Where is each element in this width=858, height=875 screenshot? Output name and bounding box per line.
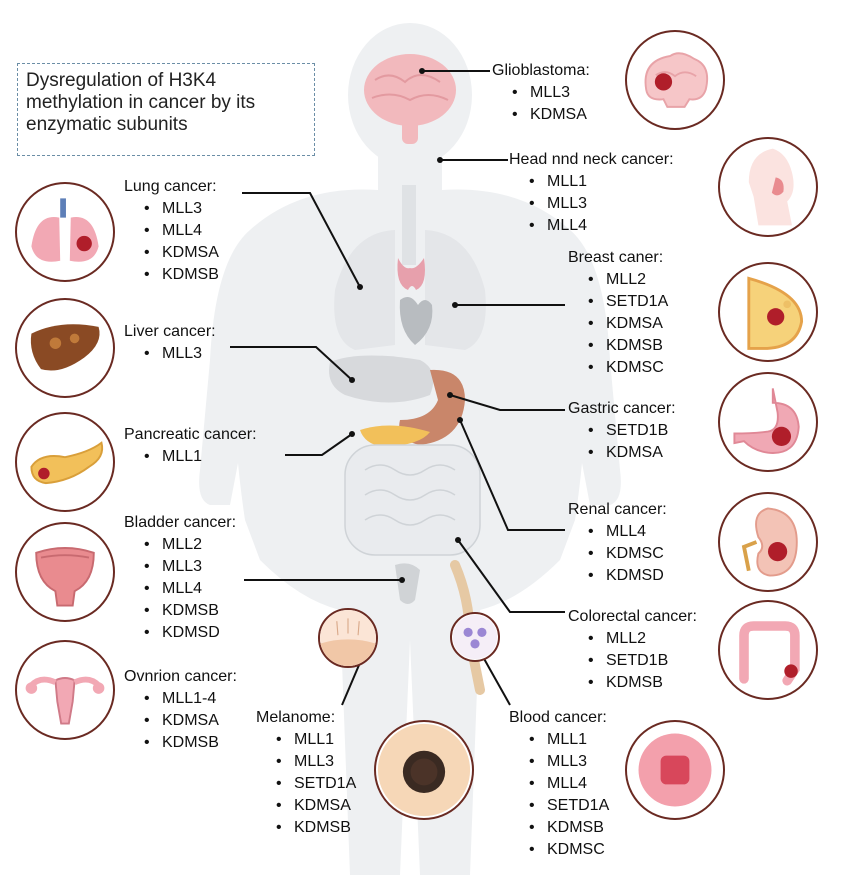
gene-item: MLL2 bbox=[144, 534, 236, 556]
gene-item: KDMSC bbox=[529, 839, 609, 861]
leader-lung bbox=[242, 192, 361, 288]
brain-icon bbox=[625, 30, 725, 130]
gene-item: KDMSB bbox=[144, 600, 236, 622]
gene-item: KDMSA bbox=[588, 442, 676, 464]
melanoma-icon bbox=[374, 720, 474, 820]
cancer-name: Glioblastoma: bbox=[492, 62, 590, 79]
gene-item: MLL4 bbox=[588, 521, 667, 543]
stomach-icon bbox=[718, 372, 818, 472]
cancer-name: Melanome: bbox=[256, 709, 336, 726]
kidney-icon bbox=[718, 492, 818, 592]
colon-icon bbox=[718, 600, 818, 700]
block-breast: Breast caner: MLL2 SETD1A KDMSA KDMSB KD… bbox=[568, 247, 668, 379]
cancer-name: Colorectal cancer: bbox=[568, 608, 697, 625]
cancer-name: Bladder cancer: bbox=[124, 514, 237, 531]
block-bladder: Bladder cancer: MLL2 MLL3 MLL4 KDMSB KDM… bbox=[124, 512, 236, 644]
gene-item: KDMSB bbox=[144, 264, 219, 286]
liver-icon bbox=[15, 298, 115, 398]
block-melanoma: Melanome: MLL1 MLL3 SETD1A KDMSA KDMSB bbox=[256, 707, 356, 839]
uterus-icon bbox=[15, 640, 115, 740]
title-box: Dysregulation of H3K4 methylation in can… bbox=[17, 63, 315, 156]
leader-pancreatic bbox=[285, 433, 353, 456]
gene-item: KDMSB bbox=[144, 732, 237, 754]
gene-item: KDMSC bbox=[588, 543, 667, 565]
gene-item: MLL1-4 bbox=[144, 688, 237, 710]
gene-item: MLL3 bbox=[144, 198, 219, 220]
leader-renal bbox=[459, 419, 565, 531]
blood-drop-icon bbox=[450, 612, 500, 662]
cancer-name: Pancreatic cancer: bbox=[124, 426, 257, 443]
gene-item: MLL2 bbox=[588, 628, 697, 650]
gene-item: MLL4 bbox=[529, 215, 674, 237]
cancer-name: Breast caner: bbox=[568, 249, 664, 266]
cancer-name: Lung cancer: bbox=[124, 178, 217, 195]
leader-liver bbox=[230, 346, 353, 381]
gene-item: MLL4 bbox=[529, 773, 609, 795]
block-liver: Liver cancer: MLL3 bbox=[124, 321, 216, 365]
gene-item: KDMSD bbox=[144, 622, 236, 644]
gene-item: MLL1 bbox=[144, 446, 257, 468]
bladder-icon bbox=[15, 522, 115, 622]
block-pancreatic: Pancreatic cancer: MLL1 bbox=[124, 424, 257, 468]
gene-item: MLL1 bbox=[276, 729, 356, 751]
gene-item: MLL3 bbox=[144, 556, 236, 578]
gene-item: SETD1B bbox=[588, 650, 697, 672]
block-head-neck: Head nnd neck cancer: MLL1 MLL3 MLL4 bbox=[509, 149, 674, 237]
gene-item: SETD1A bbox=[529, 795, 609, 817]
head-profile-icon bbox=[718, 137, 818, 237]
gene-item: SETD1B bbox=[588, 420, 676, 442]
gene-item: MLL3 bbox=[529, 751, 609, 773]
gene-item: MLL3 bbox=[144, 343, 216, 365]
cancer-name: Blood cancer: bbox=[509, 709, 607, 726]
gene-item: KDMSC bbox=[588, 357, 668, 379]
block-renal: Renal cancer: MLL4 KDMSC KDMSD bbox=[568, 499, 667, 587]
cancer-name: Liver cancer: bbox=[124, 323, 216, 340]
gene-item: MLL1 bbox=[529, 729, 609, 751]
block-glioblastoma: Glioblastoma: MLL3 KDMSA bbox=[492, 60, 590, 126]
gene-item: KDMSA bbox=[144, 710, 237, 732]
gene-item: KDMSB bbox=[276, 817, 356, 839]
gene-item: MLL3 bbox=[512, 82, 590, 104]
cancer-name: Gastric cancer: bbox=[568, 400, 676, 417]
gene-item: KDMSA bbox=[276, 795, 356, 817]
leader-gastric bbox=[449, 394, 565, 411]
gene-item: MLL3 bbox=[276, 751, 356, 773]
gene-item: KDMSB bbox=[529, 817, 609, 839]
cancer-name: Ovnrion cancer: bbox=[124, 668, 237, 685]
gene-item: SETD1A bbox=[276, 773, 356, 795]
block-blood: Blood cancer: MLL1 MLL3 MLL4 SETD1A KDMS… bbox=[509, 707, 609, 861]
blood-cell-icon bbox=[625, 720, 725, 820]
gene-item: MLL1 bbox=[529, 171, 674, 193]
gene-item: MLL3 bbox=[529, 193, 674, 215]
diagram-title: Dysregulation of H3K4 methylation in can… bbox=[26, 70, 256, 135]
gene-item: KDMSB bbox=[588, 672, 697, 694]
gene-item: MLL2 bbox=[588, 269, 668, 291]
cancer-name: Renal cancer: bbox=[568, 501, 667, 518]
block-lung: Lung cancer: MLL3 MLL4 KDMSA KDMSB bbox=[124, 176, 219, 286]
cancer-name: Head nnd neck cancer: bbox=[509, 151, 674, 168]
block-gastric: Gastric cancer: SETD1B KDMSA bbox=[568, 398, 676, 464]
gene-item: SETD1A bbox=[588, 291, 668, 313]
gene-item: KDMSB bbox=[588, 335, 668, 357]
breast-icon bbox=[718, 262, 818, 362]
gene-item: KDMSD bbox=[588, 565, 667, 587]
leader-colorectal bbox=[457, 539, 565, 613]
lungs-icon bbox=[15, 182, 115, 282]
gene-item: KDMSA bbox=[144, 242, 219, 264]
gene-item: KDMSA bbox=[512, 104, 590, 126]
pancreas-icon bbox=[15, 412, 115, 512]
block-colorectal: Colorectal cancer: MLL2 SETD1B KDMSB bbox=[568, 606, 697, 694]
skin-icon bbox=[318, 608, 378, 668]
gene-item: MLL4 bbox=[144, 578, 236, 600]
gene-item: KDMSA bbox=[588, 313, 668, 335]
block-ovarian: Ovnrion cancer: MLL1-4 KDMSA KDMSB bbox=[124, 666, 237, 754]
gene-item: MLL4 bbox=[144, 220, 219, 242]
